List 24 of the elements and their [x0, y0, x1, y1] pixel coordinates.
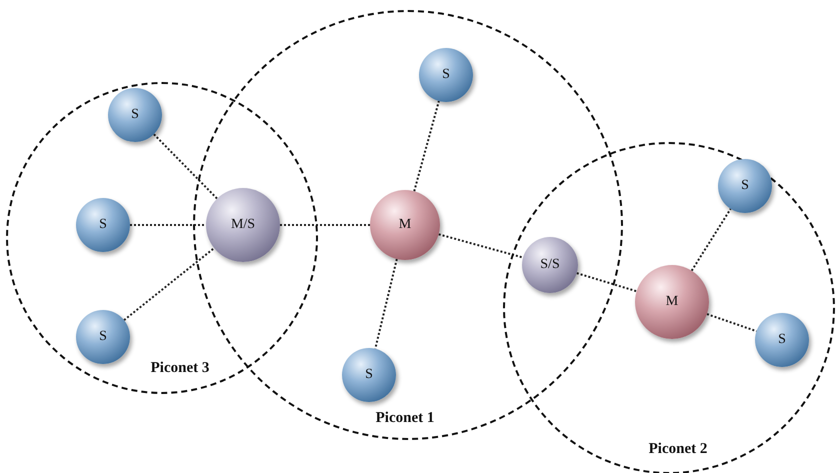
device-label: S [778, 333, 786, 347]
piconet-label: Piconet 1 [376, 408, 434, 428]
device-label: S [741, 179, 749, 193]
dotted-link [576, 272, 637, 292]
piconet-label: Piconet 3 [150, 358, 210, 378]
device-label: S [99, 218, 107, 232]
dotted-link [280, 224, 370, 226]
dotted-link [123, 247, 215, 321]
device-label: S [131, 108, 139, 122]
device-label: S/S [540, 258, 560, 272]
device-label: M [398, 218, 412, 232]
dotted-link [413, 100, 440, 192]
dotted-link [153, 134, 218, 200]
piconet-label: Piconet 2 [648, 440, 708, 459]
dotted-link [438, 233, 524, 259]
dotted-link [690, 208, 732, 272]
device-label: M [666, 295, 678, 309]
device-label: S [99, 330, 107, 344]
device-label: M/S [230, 218, 256, 232]
dotted-link [374, 258, 398, 349]
dotted-link [706, 313, 757, 332]
device-label: S [442, 68, 450, 82]
device-label: S [365, 368, 373, 382]
dotted-link [130, 224, 206, 226]
